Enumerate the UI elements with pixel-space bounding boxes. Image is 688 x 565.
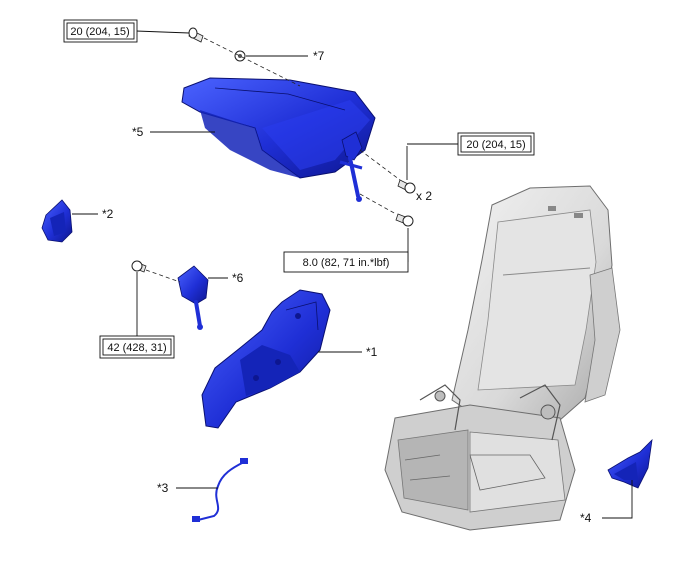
torque-label-top: 20 (204, 15)	[70, 26, 129, 38]
part-5-seat-cushion	[181, 77, 376, 202]
callout-6: *6	[232, 271, 244, 285]
torque-label-left: 42 (428, 31)	[107, 342, 166, 354]
callout-7: *7	[313, 49, 325, 63]
part-4-rear-cover	[607, 438, 653, 489]
callout-1: *1	[366, 345, 378, 359]
bolt-left	[131, 260, 147, 273]
callout-5: *5	[132, 125, 144, 139]
callout-4: *4	[580, 511, 592, 525]
torque-box-top: 20 (204, 15)	[63, 19, 138, 43]
fasteners	[131, 27, 416, 273]
leader-lines	[72, 30, 633, 519]
callout-2: *2	[102, 207, 114, 221]
part-2-side-cover	[41, 199, 73, 243]
part-3-wire-harness	[192, 458, 248, 522]
torque-box-right: 20 (204, 15)	[407, 132, 535, 156]
part-6-belt-buckle	[177, 265, 209, 330]
quantity-label: x 2	[416, 189, 432, 203]
torque-box-left: 42 (428, 31)	[99, 335, 175, 359]
bolt-small	[395, 213, 414, 227]
callout-3: *3	[157, 481, 169, 495]
torque-label-small: 8.0 (82, 71 in.*lbf)	[303, 257, 390, 269]
torque-box-small: 8.0 (82, 71 in.*lbf)	[283, 251, 409, 273]
torque-label-right: 20 (204, 15)	[466, 139, 525, 151]
assembly-lines	[145, 37, 401, 283]
seat-assembly	[384, 185, 621, 531]
part-1-frame-bracket	[201, 289, 331, 429]
nut-7	[234, 50, 246, 62]
bolt-top	[188, 27, 204, 43]
bolt-right	[397, 179, 416, 194]
